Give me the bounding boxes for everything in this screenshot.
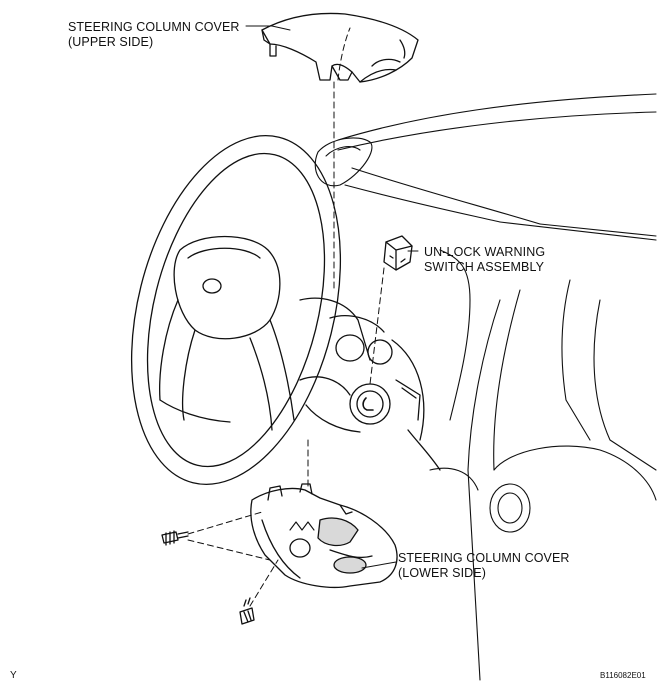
figure-id-code: B116082E01 xyxy=(600,671,646,680)
unlock-switch-label-line1: UN-LOCK WARNING xyxy=(424,245,546,259)
upper-column-cover xyxy=(261,12,419,83)
leader-lines xyxy=(245,25,419,569)
unlock-switch-label: UN-LOCK WARNING SWITCH ASSEMBLY xyxy=(424,245,545,275)
air-vent xyxy=(314,137,373,187)
lower-cover-label-line2: (LOWER SIDE) xyxy=(398,566,487,580)
unlock-switch-label-line2: SWITCH ASSEMBLY xyxy=(424,260,545,274)
lower-column-cover xyxy=(250,483,398,589)
guide-lines xyxy=(187,27,385,607)
key-lock-cylinder xyxy=(349,383,391,425)
screw-bottom xyxy=(239,597,255,625)
steering-column xyxy=(299,297,441,471)
upper-cover-label-line2: (UPPER SIDE) xyxy=(68,35,154,49)
a-pillar xyxy=(467,299,501,681)
dash-knob xyxy=(489,483,531,533)
lower-cover-label-line1: STEERING COLUMN COVER xyxy=(398,551,570,565)
steering-wheel xyxy=(130,135,342,485)
dashboard-outline xyxy=(314,93,657,681)
upper-cover-label-line1: STEERING COLUMN COVER xyxy=(68,20,240,34)
screw-left xyxy=(161,530,189,546)
wheel-hub xyxy=(173,235,281,340)
corner-code-left: Y xyxy=(10,670,17,681)
unlock-warning-switch xyxy=(383,235,413,271)
upper-cover-label: STEERING COLUMN COVER (UPPER SIDE) xyxy=(68,20,240,50)
lower-cover-label: STEERING COLUMN COVER (LOWER SIDE) xyxy=(398,551,570,581)
